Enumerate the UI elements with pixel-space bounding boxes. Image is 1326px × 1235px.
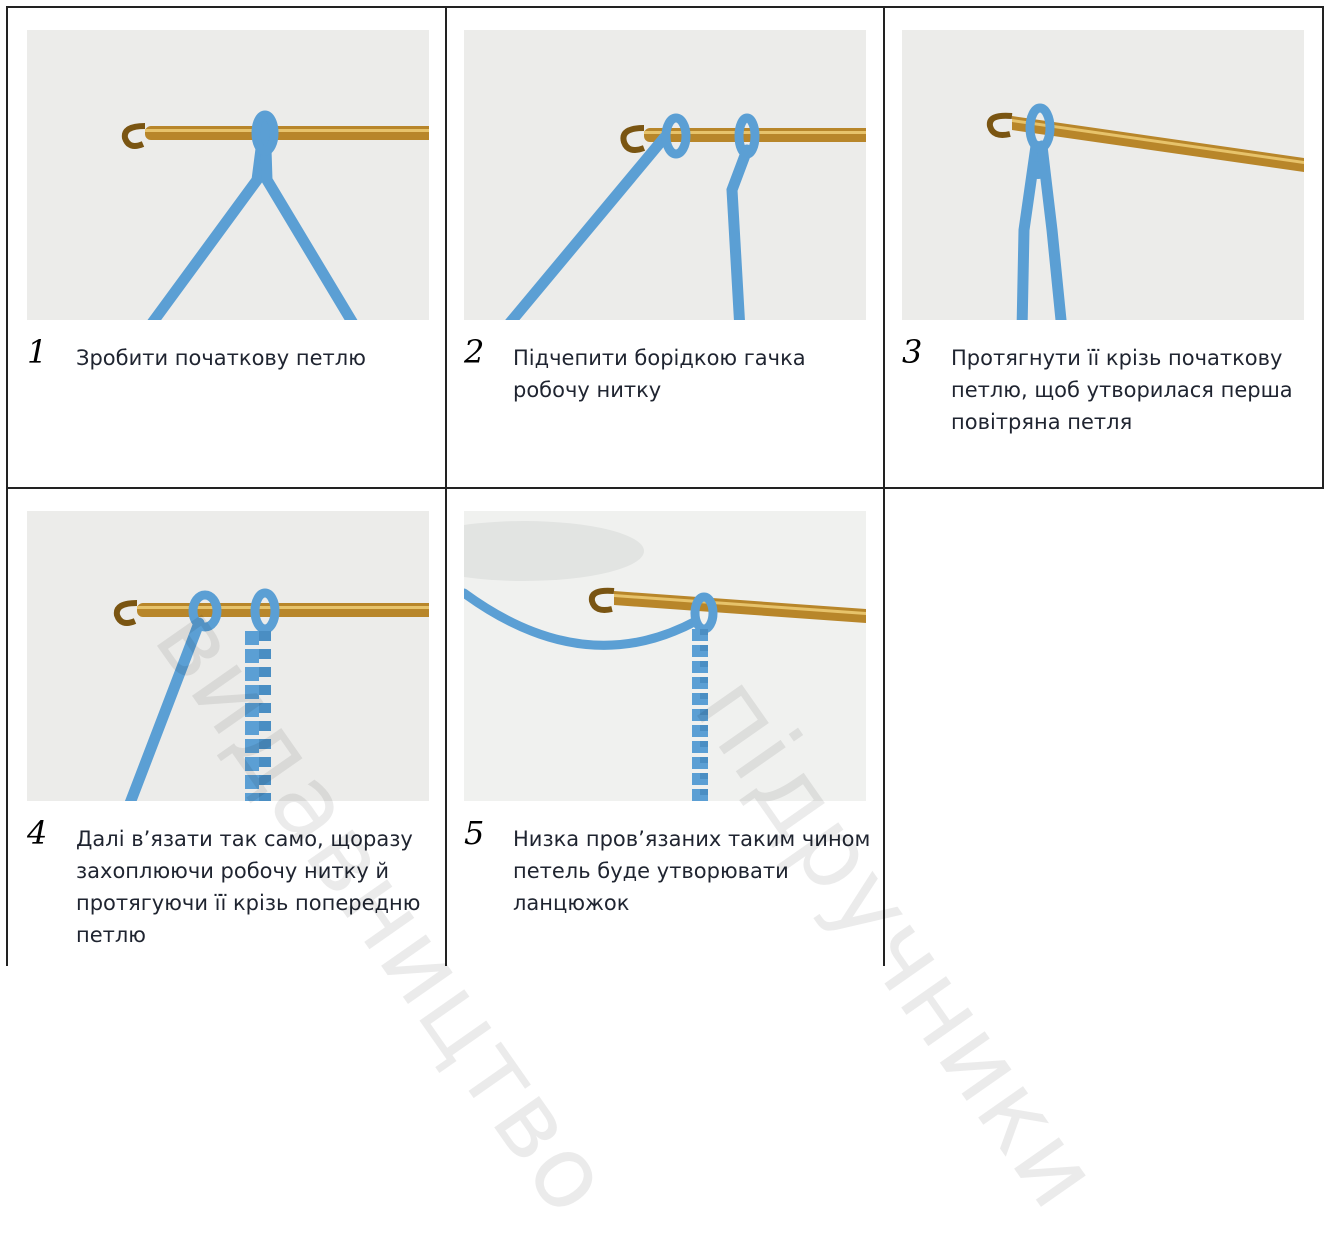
step-photo bbox=[27, 511, 429, 801]
step-number: 4 bbox=[27, 815, 47, 851]
step-number: 5 bbox=[464, 815, 484, 851]
step-text: Далі в’язати так само, щоразу захоплюючи… bbox=[76, 823, 436, 951]
instruction-table: 1 Зробити початкову петлю 2 Підчепити бо… bbox=[6, 6, 1324, 976]
step-number: 3 bbox=[902, 334, 922, 370]
empty-cell bbox=[885, 489, 1324, 969]
step-cell: 1 Зробити початкову петлю bbox=[8, 8, 445, 487]
step-number: 2 bbox=[464, 334, 484, 370]
step-cell: 2 Підчепити борідкою гачка робочу нитку bbox=[447, 8, 883, 487]
step-photo bbox=[27, 30, 429, 320]
step-photo bbox=[464, 30, 866, 320]
step-photo bbox=[464, 511, 866, 801]
step-text: Протягнути її крізь початкову петлю, щоб… bbox=[951, 342, 1311, 438]
step-text: Підчепити борідкою гачка робочу нитку bbox=[513, 342, 873, 406]
border bbox=[1322, 6, 1324, 489]
step-cell: 3 Протягнути її крізь початкову петлю, щ… bbox=[885, 8, 1322, 487]
step-text: Зробити початкову петлю bbox=[76, 342, 436, 374]
step-cell: 4 Далі в’язати так само, щоразу захоплюю… bbox=[8, 489, 445, 969]
step-cell: 5 Низка пров’язаних таким чином петель б… bbox=[447, 489, 883, 969]
step-photo bbox=[902, 30, 1304, 320]
step-number: 1 bbox=[27, 334, 47, 370]
step-text: Низка пров’язаних таким чином петель буд… bbox=[513, 823, 873, 919]
